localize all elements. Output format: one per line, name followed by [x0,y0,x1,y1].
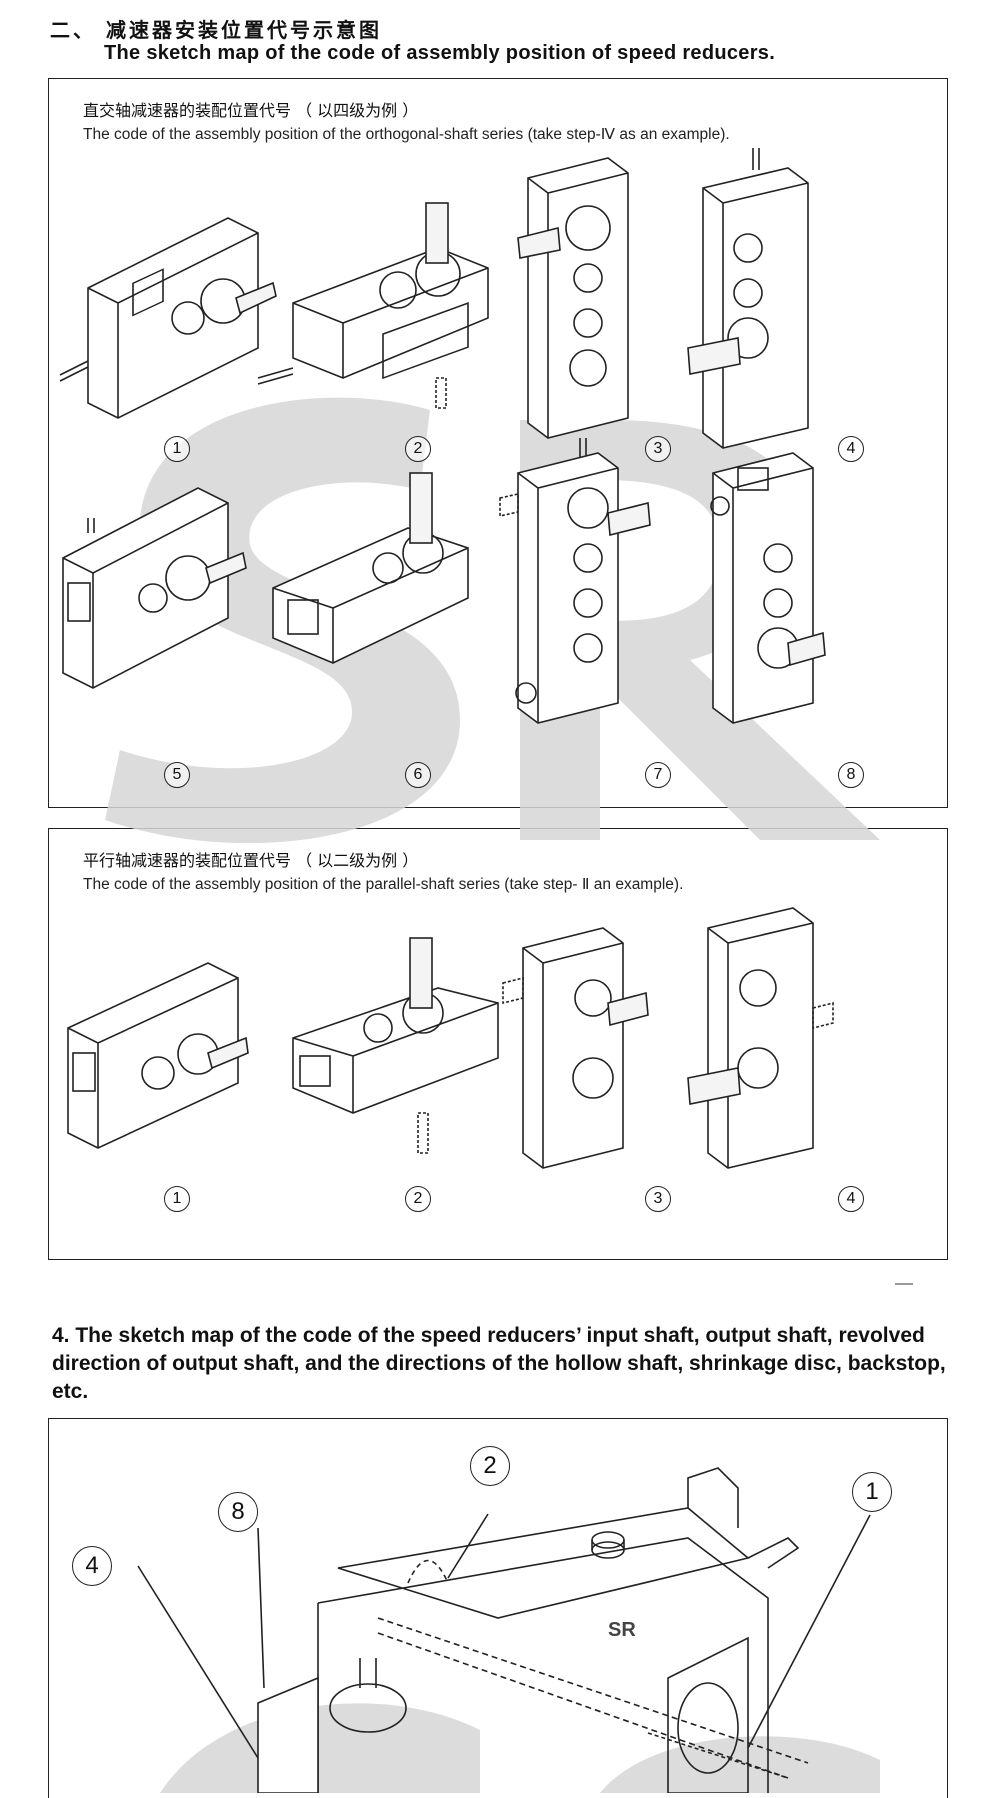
position-label-o4: 4 [838,436,864,462]
orthogonal-title-en: The code of the assembly position of the… [83,126,730,143]
parallel-title-en: The code of the assembly position of the… [83,876,684,893]
gearbox-figure-p4 [687,907,834,1169]
parallel-title-zh: 平行轴减速器的装配位置代号 （ 以二级为例 ） [83,851,419,870]
position-label-o2: 2 [405,436,431,462]
position-label-o7: 7 [645,762,671,788]
orthogonal-figures [59,148,826,724]
gearbox-figure-p3 [502,927,649,1169]
position-label-o8: 8 [838,762,864,788]
gearbox-figure-o6 [272,472,469,664]
position-label-o5: 5 [164,762,190,788]
svg-text:SR: SR [608,1619,636,1641]
gearbox-figure-o5 [62,487,247,689]
parallel-figures [67,907,834,1169]
callout-output-shaft-1: 1 [852,1472,892,1512]
gearbox-figure-o3 [517,157,629,463]
small-mark [895,1283,913,1285]
gearbox-figure-o1 [59,217,277,419]
gearbox-figure-p2 [292,937,499,1154]
position-label-p1: 1 [164,1186,190,1212]
shaft-code-diagram: SR [137,1467,871,1793]
gearbox-figure-o7 [499,452,651,724]
section-heading-zh: 二、 减速器安装位置代号示意图 [50,18,382,42]
callout-shaft-4: 4 [72,1546,112,1586]
position-label-o1: 1 [164,436,190,462]
callout-shaft-8: 8 [218,1492,258,1532]
gearbox-figure-o4 [687,148,809,449]
callout-shaft-2: 2 [470,1446,510,1486]
position-label-p3: 3 [645,1186,671,1212]
gearbox-figure-p1 [67,962,249,1149]
section-heading-en: The sketch map of the code of assembly p… [104,42,776,64]
position-label-p2: 2 [405,1186,431,1212]
section4-title: 4. The sketch map of the code of the spe… [52,1324,946,1403]
orthogonal-title-zh: 直交轴减速器的装配位置代号 （ 以四级为例 ） [83,101,419,120]
position-label-o6: 6 [405,762,431,788]
position-label-p4: 4 [838,1186,864,1212]
gearbox-figure-o2 [257,202,489,409]
position-label-o3: 3 [645,436,671,462]
gearbox-figure-o8 [710,452,826,724]
